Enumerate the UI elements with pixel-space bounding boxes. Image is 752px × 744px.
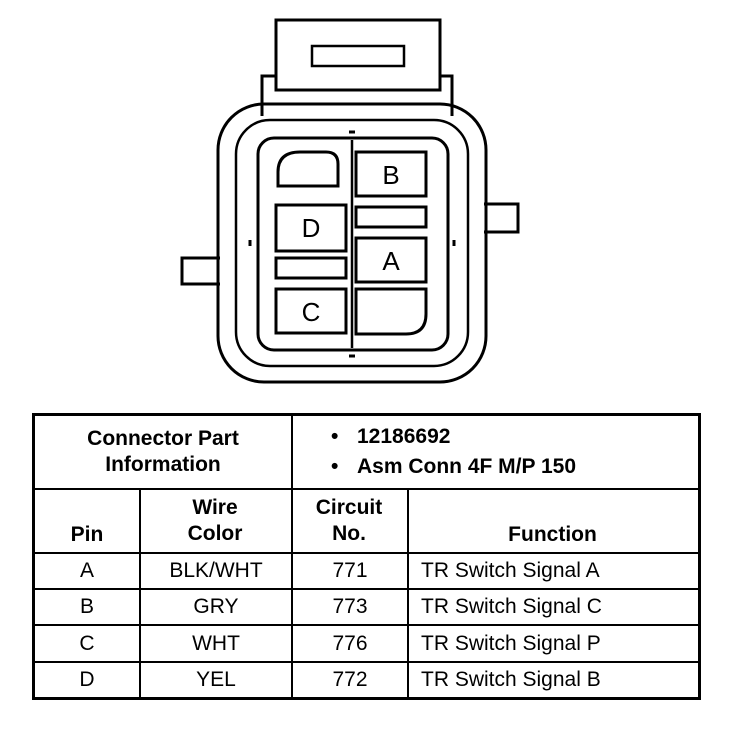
cell-pin: A — [79, 559, 94, 582]
cavity-slot-left — [274, 256, 348, 280]
connector-diagram: B D A C — [180, 18, 520, 384]
pin-label-a: A — [382, 246, 400, 276]
col-header-function: Function — [508, 522, 597, 546]
part-info-item: •12186692 — [331, 425, 451, 448]
grid-line-v2 — [291, 488, 293, 697]
cell-pin: D — [79, 668, 95, 691]
col-header-pin: Pin — [70, 522, 104, 546]
cell-circuit: 772 — [332, 668, 368, 691]
pin-label-c: C — [302, 297, 321, 327]
cell-circuit: 771 — [332, 559, 368, 582]
divider-header — [35, 488, 698, 490]
cell-function: TR Switch Signal B — [421, 668, 601, 691]
connector-housing-inner — [234, 118, 470, 368]
cavity-c — [274, 287, 348, 335]
grid-line-h3 — [35, 624, 698, 626]
part-info-header: Connector Part Information — [35, 416, 291, 488]
cell-circuit: 776 — [332, 631, 368, 655]
cavity-a — [354, 236, 428, 284]
pin-label-d: D — [302, 213, 321, 243]
part-info-header-line1: Connector Part — [87, 426, 239, 450]
cell-wire-color: GRY — [193, 595, 239, 618]
cell-wire-color: WHT — [192, 631, 240, 655]
part-info-item: •Asm Conn 4F M/P 150 — [331, 455, 577, 478]
connector-latch — [274, 18, 442, 92]
cell-function: TR Switch Signal A — [421, 559, 600, 582]
col-header-wire-color: Wire Color — [187, 495, 243, 545]
cell-wire-color: YEL — [196, 668, 236, 691]
grid-line-h2 — [35, 588, 698, 590]
cell-pin: C — [79, 631, 95, 655]
connector-pin-table: Connector Part Information •12186692 •As… — [32, 413, 701, 700]
connector-housing-outer — [216, 102, 488, 384]
part-info-header-line2: Information — [105, 453, 221, 476]
pin-label-b: B — [382, 160, 399, 190]
grid-line-v3 — [407, 488, 409, 697]
connector-latch-base — [260, 74, 454, 116]
cell-function: TR Switch Signal C — [421, 595, 602, 618]
cavity-slot-right — [354, 205, 428, 229]
divider-part-info — [291, 416, 293, 488]
connector-latch-slot — [310, 44, 406, 68]
cell-circuit: 773 — [332, 595, 368, 618]
connector-tab-right — [484, 202, 520, 234]
grid-line-v1 — [139, 488, 141, 697]
col-header-circuit: Circuit No. — [315, 495, 383, 545]
connector-face — [256, 136, 450, 352]
cell-wire-color: BLK/WHT — [169, 559, 263, 582]
part-info-list: •12186692 •Asm Conn 4F M/P 150 — [331, 422, 576, 482]
cell-function: TR Switch Signal P — [421, 631, 601, 655]
cell-pin: B — [79, 595, 94, 618]
cavity-b — [354, 150, 428, 198]
connector-tab-left — [180, 256, 220, 286]
grid-line-h4 — [35, 661, 698, 663]
cavity-d — [274, 203, 348, 253]
cavity-key-bottom-right — [354, 287, 428, 336]
cavity-key-top-left — [276, 150, 340, 188]
grid-line-h1 — [35, 552, 698, 554]
